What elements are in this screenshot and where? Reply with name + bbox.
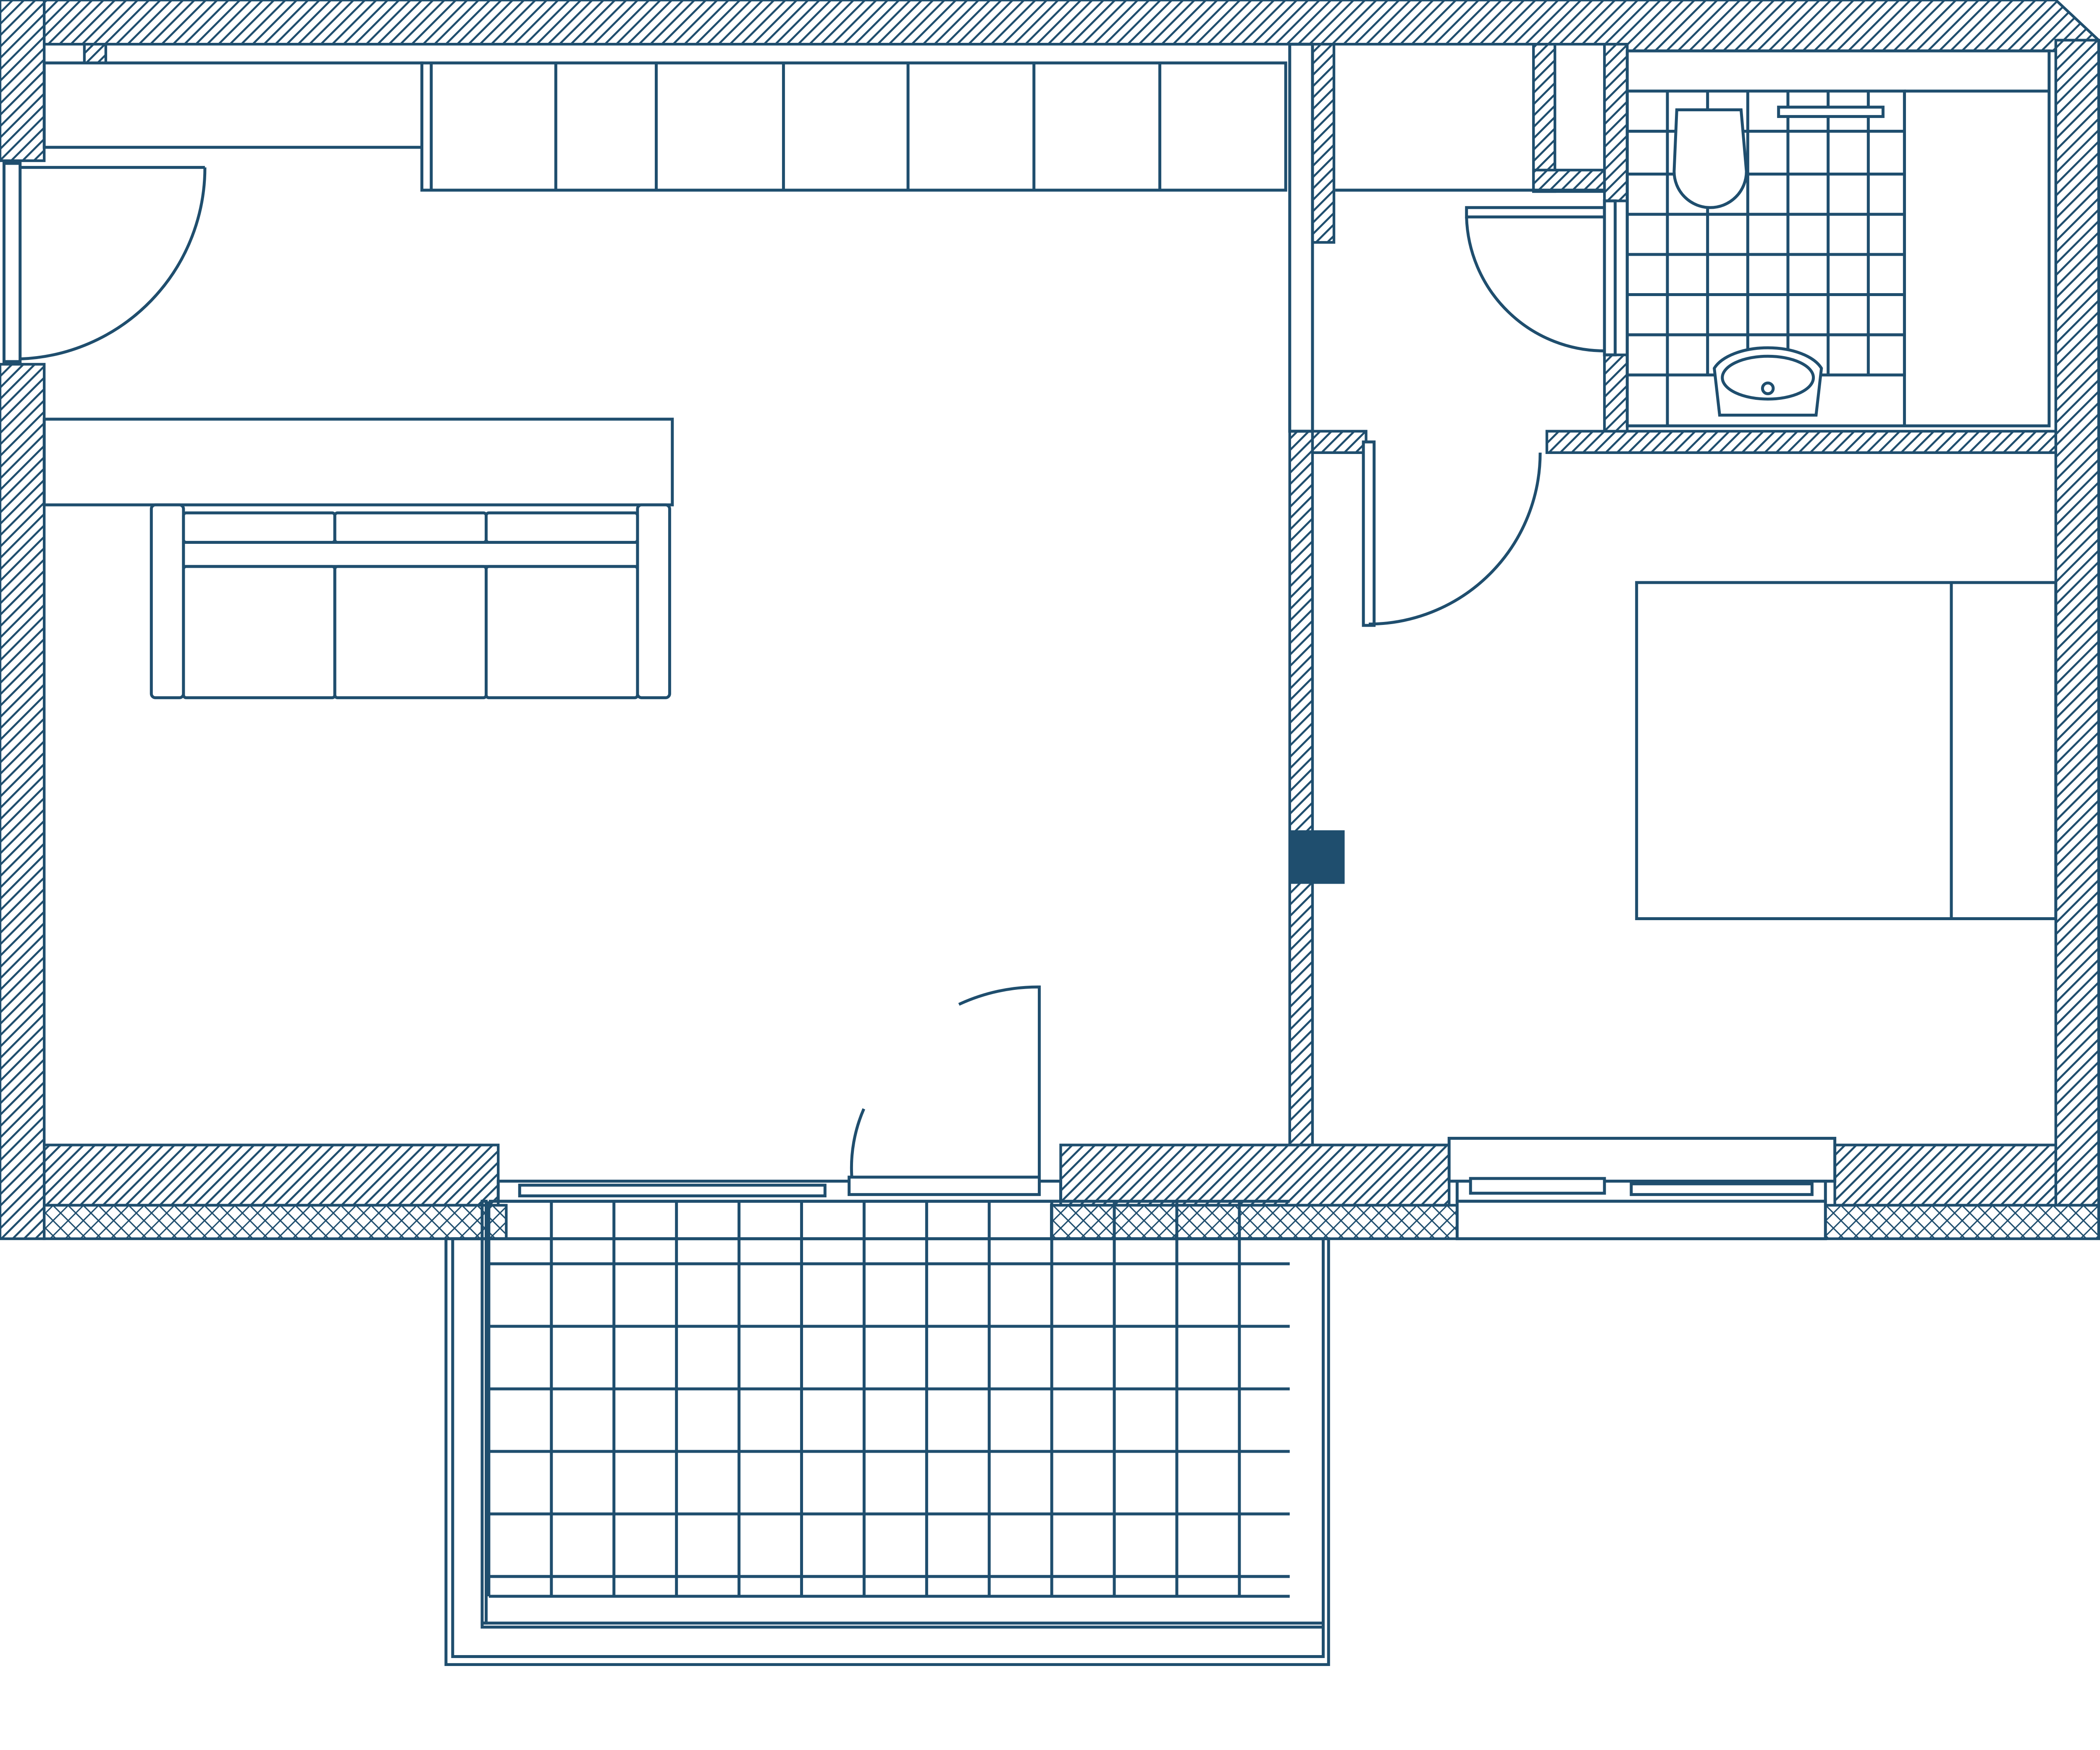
kitchen-cabinets bbox=[42, 61, 1287, 192]
partition-upper bbox=[1311, 43, 1336, 244]
wall-bottom-outer-left bbox=[43, 1204, 508, 1240]
sofa bbox=[150, 503, 671, 699]
wall-top bbox=[43, 0, 2100, 52]
door-leaf bbox=[3, 162, 22, 363]
bathroom-door[interactable] bbox=[1465, 199, 1617, 357]
sink bbox=[1713, 346, 1823, 417]
door-leaf bbox=[1362, 440, 1376, 627]
interior-walls bbox=[1288, 42, 2057, 1147]
bed bbox=[1635, 581, 2058, 921]
column bbox=[1289, 830, 1345, 884]
wall-left bbox=[0, 363, 46, 1240]
towel-rail bbox=[1777, 105, 1885, 118]
front-door[interactable] bbox=[3, 162, 207, 363]
door-swing bbox=[1368, 452, 1542, 626]
balcony-door[interactable] bbox=[496, 985, 1063, 1203]
wall-bottom-living bbox=[43, 1144, 500, 1207]
bedroom-window bbox=[1447, 1136, 1837, 1241]
bedroom-door[interactable] bbox=[1362, 440, 1542, 627]
door-swing bbox=[20, 167, 207, 361]
wall-bottom-outer-right bbox=[1824, 1204, 2100, 1240]
wall-bottom-mid bbox=[1059, 1144, 1451, 1207]
balcony-tiles bbox=[487, 1199, 1290, 1598]
door-swing bbox=[1465, 217, 1605, 352]
bath-side-wall-high bbox=[1603, 43, 1629, 202]
wall-bottom-right bbox=[1833, 1144, 2057, 1207]
shaft-wall-bottom bbox=[1532, 168, 1606, 193]
toilet bbox=[1672, 108, 1748, 209]
cabinet-left bbox=[42, 61, 423, 149]
cabinet-row bbox=[420, 61, 1287, 192]
wall-bottom-outer-mid bbox=[1050, 1204, 1459, 1240]
partition-upper-frame bbox=[1288, 42, 1314, 433]
outer-walls bbox=[0, 0, 2100, 1240]
wall-left-top bbox=[0, 0, 46, 162]
bath-wall-a bbox=[1311, 430, 1368, 454]
partition-wall bbox=[1288, 430, 1314, 1147]
balcony bbox=[444, 1199, 1330, 1666]
bath-wall-b bbox=[1545, 430, 2057, 454]
bath-side-wall-low bbox=[1603, 353, 1629, 433]
door-leaf bbox=[1465, 206, 1606, 219]
counter bbox=[42, 417, 674, 506]
wall-right bbox=[2054, 39, 2100, 1207]
floor-plan bbox=[0, 0, 2100, 1666]
